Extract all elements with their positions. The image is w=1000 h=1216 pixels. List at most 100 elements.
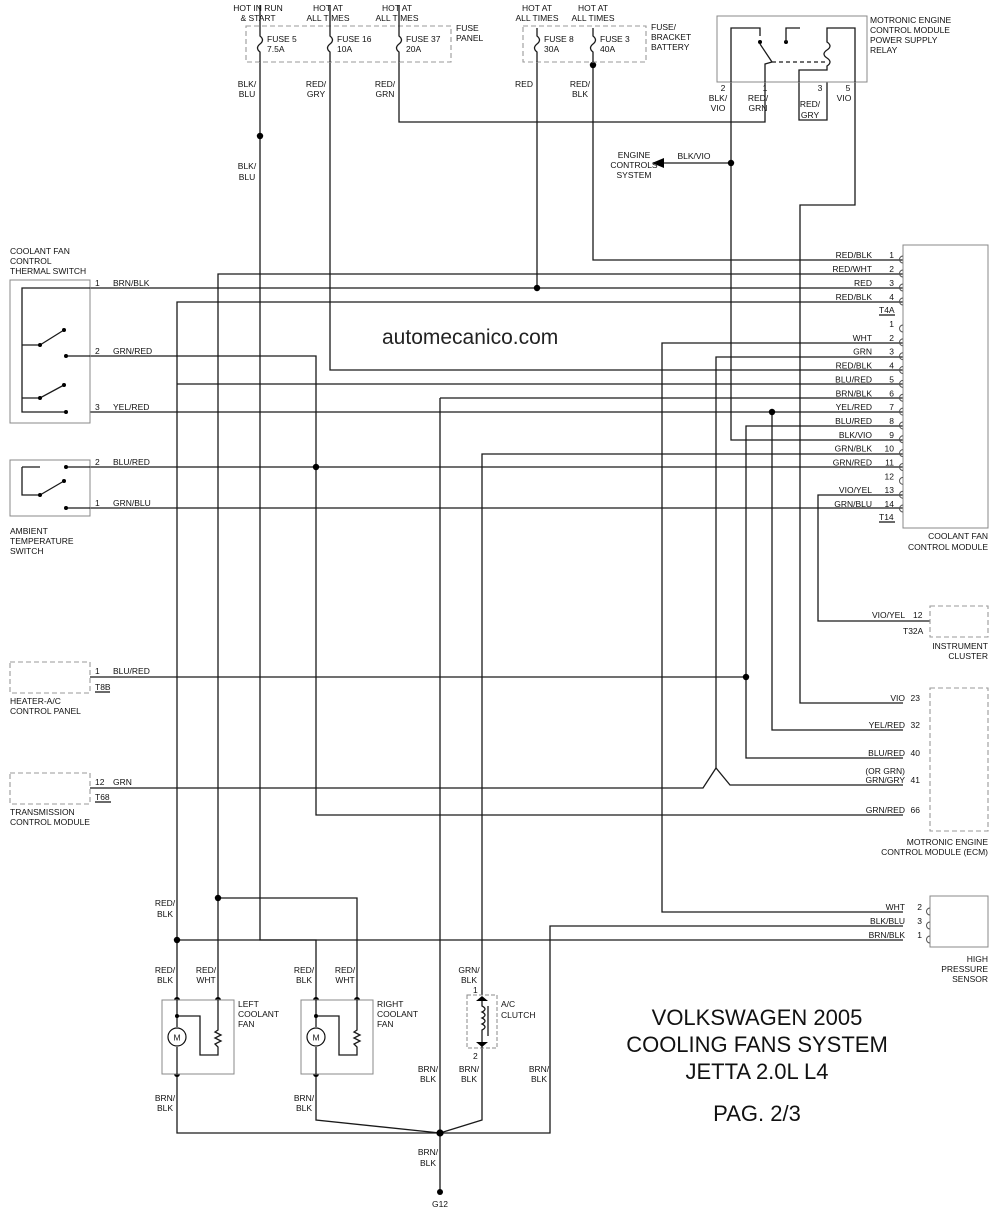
ambient-pin-1: 1	[95, 498, 100, 508]
left-fan-motor: M	[173, 1033, 180, 1043]
fuse3-wire-2: BLK	[572, 89, 588, 99]
t14-pin-wire: BLU/RED	[835, 416, 872, 426]
pin-terminal	[899, 407, 904, 416]
ac-clutch: GRN/ BLK 1 2 A/C CLUTCH BRN/ BLK	[458, 965, 535, 1084]
heater-label-2: CONTROL PANEL	[10, 706, 81, 716]
ecm-pin-wire: VIO	[890, 693, 905, 703]
fuse-bracket: HOT AT ALL TIMES HOT AT ALL TIMES FUSE 8…	[515, 3, 691, 99]
fuse-bracket-label-2: BRACKET	[651, 32, 691, 42]
ecm-pin-wire: GRN/RED	[866, 805, 905, 815]
ecm-pin-number: 41	[911, 775, 921, 785]
thermal-pin-3: 3	[95, 402, 100, 412]
relay-wire1-2: GRN	[749, 103, 768, 113]
t14-pin-number: 13	[885, 485, 895, 495]
cluster-label-1: INSTRUMENT	[932, 641, 988, 651]
sensor-pin-wire: BRN/BLK	[869, 930, 906, 940]
fuse16-hot-2: ALL TIMES	[307, 13, 350, 23]
right-fan-label-2: COOLANT	[377, 1009, 418, 1019]
heater-connector: T8B	[95, 682, 111, 692]
left-fan-wire-a-1: RED/	[155, 965, 176, 975]
pin-terminal	[899, 379, 904, 388]
fuse-bracket-label-1: FUSE/	[651, 22, 677, 32]
t14-name: T14	[879, 512, 894, 522]
cluster-label-2: CLUSTER	[948, 651, 988, 661]
right-fan-wire-c-1: BRN/	[294, 1093, 315, 1103]
fuse37-wire-1: RED/	[375, 79, 396, 89]
diagram-title: VOLKSWAGEN 2005 COOLING FANS SYSTEM JETT…	[626, 1005, 888, 1126]
fuse3-hot-1: HOT AT	[578, 3, 608, 13]
t14-pin-number: 9	[889, 430, 894, 440]
motor-icon	[167, 1027, 187, 1047]
sensor-label-3: SENSOR	[952, 974, 988, 984]
t14-pin-wire: BRN/BLK	[836, 388, 873, 398]
right-fan-wire-a-2: BLK	[296, 975, 312, 985]
fuse3-hot-2: ALL TIMES	[572, 13, 615, 23]
t14-pin-wire: GRN/BLU	[834, 499, 872, 509]
ambient-label-2: TEMPERATURE	[10, 536, 74, 546]
t4a-pin-wire: RED/BLK	[836, 250, 873, 260]
thermal-switch-label-1: COOLANT FAN	[10, 246, 70, 256]
left-fan-label-1: LEFT	[238, 999, 259, 1009]
thermal-wire-3: YEL/RED	[113, 402, 149, 412]
title-line-3: JETTA 2.0L L4	[685, 1059, 828, 1084]
tcm-label-1: TRANSMISSION	[10, 807, 75, 817]
fuse37-hot-1: HOT AT	[382, 3, 412, 13]
title-line-1: VOLKSWAGEN 2005	[652, 1005, 863, 1030]
pin-terminal	[899, 283, 904, 292]
red-blk-upper-2: BLK	[157, 909, 173, 919]
relay-pin-5: 5	[846, 83, 851, 93]
watermark: automecanico.com	[382, 326, 558, 349]
heater-label-1: HEATER-A/C	[10, 696, 61, 706]
instrument-cluster: VIO/YEL 12 T32A INSTRUMENT CLUSTER	[872, 605, 989, 661]
ambient-label-1: AMBIENT	[10, 526, 48, 536]
t14-pin-number: 1	[889, 319, 894, 329]
fuse8-hot-1: HOT AT	[522, 3, 552, 13]
engine-controls-label-1: ENGINE	[618, 150, 651, 160]
ecm-pin-wire: BLU/RED	[868, 748, 905, 758]
fuse5-hot-1: HOT IN RUN	[233, 3, 282, 13]
fuse16-wire-1: RED/	[306, 79, 327, 89]
ecm-pin-number: 23	[911, 693, 921, 703]
right-fan-motor: M	[312, 1033, 319, 1043]
t4a-pin-number: 1	[889, 250, 894, 260]
ac-pin-bottom: 2	[473, 1051, 478, 1061]
ground-wire-bottom-2: BLK	[420, 1158, 436, 1168]
relay-label-1: MOTRONIC ENGINE	[870, 15, 952, 25]
ecm-pin-wire: YEL/RED	[869, 720, 905, 730]
tcm-pin: 12	[95, 777, 105, 787]
fuse5-rating: 7.5A	[267, 44, 285, 54]
sensor-pin-number: 2	[917, 902, 922, 912]
t4a-pin-wire: RED	[854, 278, 872, 288]
ac-pin-top: 1	[473, 985, 478, 995]
relay-wire1-1: RED/	[748, 93, 769, 103]
pin-terminal	[899, 490, 904, 499]
fuse5-wire-2: BLU	[239, 89, 256, 99]
fuse37-hot-2: ALL TIMES	[376, 13, 419, 23]
pin-terminal	[899, 449, 904, 458]
wires	[90, 62, 930, 1190]
t14-pin-wire: GRN/BLK	[835, 444, 873, 454]
heater-pin: 1	[95, 666, 100, 676]
relay-pin-3: 3	[818, 83, 823, 93]
fuse5-hot-2: & START	[240, 13, 275, 23]
left-fan-wire-c-2: BLK	[157, 1103, 173, 1113]
thermal-pin-1: 1	[95, 278, 100, 288]
t14-pin-wire: RED/BLK	[836, 361, 873, 371]
fuse5-name: FUSE 5	[267, 34, 297, 44]
fuse-bracket-label-3: BATTERY	[651, 42, 690, 52]
ecm-label-2: CONTROL MODULE (ECM)	[881, 847, 988, 857]
thermal-wire-1: BRN/BLK	[113, 278, 150, 288]
ground-name: G12	[432, 1199, 448, 1209]
ground-wire-left-1: BRN/	[418, 1064, 439, 1074]
left-fan-label-3: FAN	[238, 1019, 255, 1029]
ecm-pin-wire: GRN/GRY	[865, 775, 905, 785]
t14-pin-number: 7	[889, 402, 894, 412]
power-supply-relay: MOTRONIC ENGINE CONTROL MODULE POWER SUP…	[709, 15, 952, 120]
t14-pin-number: 6	[889, 388, 894, 398]
pin-terminal	[899, 255, 904, 264]
t4a-name: T4A	[879, 305, 895, 315]
